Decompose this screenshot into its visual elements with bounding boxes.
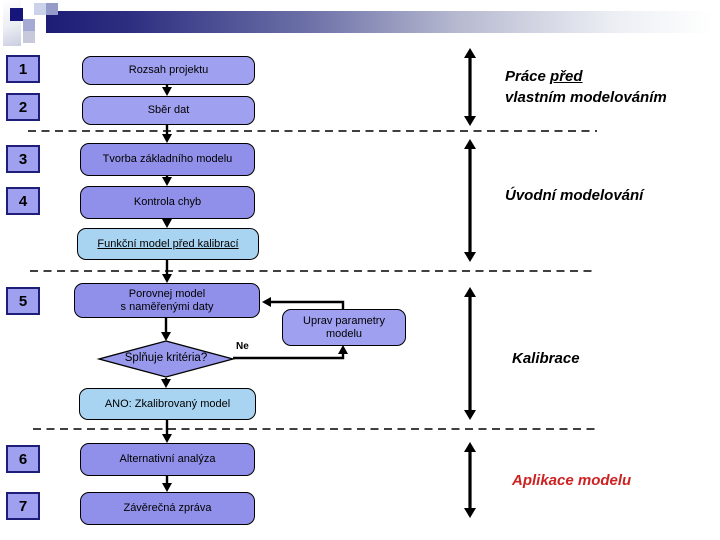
box-ano-zkalibrovany: ANO: Zkalibrovaný model	[79, 388, 256, 420]
step-number-badge: 1	[6, 55, 40, 83]
phase1-underlined: před	[550, 68, 583, 85]
decision-diamond-label: Splňuje kritéria?	[124, 352, 208, 364]
decision-no-label: Ne	[236, 341, 249, 352]
decoration-square-navy	[10, 8, 23, 21]
phase-label-kalibrace: Kalibrace	[512, 350, 580, 367]
phase-label-prace-pred: Práce před vlastním modelováním	[505, 66, 667, 108]
feedback-arrow-return	[271, 300, 345, 309]
decoration-square-light	[34, 3, 46, 15]
box-sber-dat: Sběr dat	[82, 96, 255, 125]
decoration-strip	[3, 0, 21, 46]
phase1-line2: vlastním modelováním	[505, 89, 667, 106]
step-number-badge: 7	[6, 492, 40, 520]
box-tvorba-modelu: Tvorba základního modelu	[80, 143, 255, 176]
decoration-square-lavender	[23, 19, 35, 31]
decoration-square-gray	[23, 31, 35, 43]
box-zaverecna-zprava: Závěrečná zpráva	[80, 492, 255, 525]
phase1-prefix: Práce	[505, 68, 551, 85]
step-number-badge: 3	[6, 145, 40, 173]
step-number-badge: 2	[6, 93, 40, 121]
box-kontrola-chyb: Kontrola chyb	[80, 186, 255, 219]
box-rozsah-projektu: Rozsah projektu	[82, 56, 255, 85]
box-funkcni-model: Funkční model před kalibrací	[77, 228, 259, 260]
phase-span-arrows	[464, 48, 476, 518]
box-uprav-parametry: Uprav parametry modelu	[282, 309, 406, 346]
decoration-gradient-bar	[46, 11, 712, 33]
box-porovnej-model: Porovnej model s naměřenými daty	[74, 283, 260, 318]
step-number-badge: 4	[6, 187, 40, 215]
phase-label-uvodni-modelovani: Úvodní modelování	[505, 187, 644, 204]
phase-label-aplikace-modelu: Aplikace modelu	[512, 472, 632, 489]
decoration-square-medium	[46, 3, 58, 15]
step-number-badge: 6	[6, 445, 40, 473]
step-number-badge: 5	[6, 287, 40, 315]
box-alternativni-analyza: Alternativní analýza	[80, 443, 255, 476]
feedback-arrow-no	[233, 354, 345, 360]
